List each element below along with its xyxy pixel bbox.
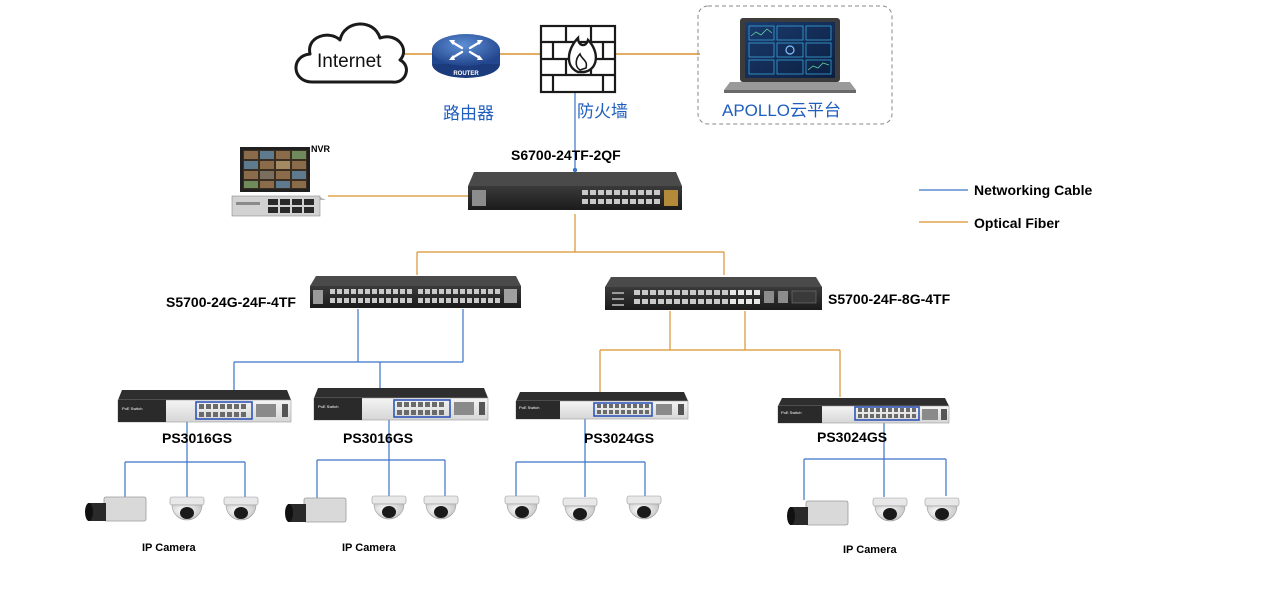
laptop-icon (724, 18, 856, 93)
box-camera-icon (285, 497, 347, 523)
cloud-icon (294, 22, 408, 84)
aggregation-left-label: S5700-24G-24F-4TF (166, 294, 296, 310)
core-switch-icon (468, 172, 682, 210)
camera-cables (124, 418, 947, 500)
router-badge: ROUTER (453, 71, 479, 77)
dome-camera-icon (371, 495, 407, 520)
legend-networking-cable-label: Networking Cable (974, 182, 1093, 198)
box-camera-icon (787, 500, 849, 526)
nvr-label: NVR (311, 144, 331, 154)
cloud-platform-label: APOLLO云平台 (722, 101, 842, 120)
router-label: 路由器 (443, 104, 494, 123)
core-aggregation-fiber (416, 214, 725, 275)
access-switch-label: PS3024GS (584, 430, 655, 446)
firewall-label: 防火墙 (577, 102, 628, 121)
access-switch-4-icon (777, 398, 950, 424)
dome-camera-icon (423, 495, 459, 520)
camera-group-label: IP Camera (142, 542, 196, 554)
left-aggregation-cables (233, 309, 464, 390)
firewall-icon (539, 24, 617, 94)
right-aggregation-fiber (599, 311, 841, 397)
access-switch-badge: PoE Switch (781, 410, 801, 415)
access-switch-badge: PoE Switch (318, 404, 338, 409)
aggregation-switch-right-icon (605, 277, 822, 310)
internet-label: Internet (317, 51, 382, 72)
dome-camera-icon (872, 497, 908, 522)
dome-camera-icon (169, 496, 205, 521)
camera-group-label: IP Camera (843, 544, 897, 556)
access-switch-label: PS3024GS (817, 429, 888, 445)
access-switch-1-icon (117, 390, 292, 423)
dome-camera-icon (504, 495, 540, 520)
access-switch-label: PS3016GS (162, 430, 233, 446)
access-switch-label: PS3016GS (343, 430, 414, 446)
access-switch-badge: PoE Switch (122, 406, 142, 411)
access-switch-3-icon (515, 392, 689, 420)
legend-optical-fiber-label: Optical Fiber (974, 215, 1060, 231)
camera-group-label: IP Camera (342, 542, 396, 554)
dome-camera-icon (924, 497, 960, 522)
aggregation-right-label: S5700-24F-8G-4TF (828, 291, 951, 307)
nvr-icon (231, 147, 326, 217)
access-switch-badge: PoE Switch (519, 405, 539, 410)
core-switch-label: S6700-24TF-2QF (511, 147, 621, 163)
dome-camera-icon (626, 495, 662, 520)
dome-camera-icon (223, 496, 259, 521)
cloud-platform-frame (697, 5, 893, 125)
router-icon (432, 34, 500, 78)
dome-camera-icon (562, 497, 598, 522)
box-camera-icon (85, 496, 147, 522)
aggregation-switch-left-icon (310, 276, 521, 308)
access-switch-2-icon (313, 388, 489, 421)
dome-cameras (169, 495, 960, 522)
